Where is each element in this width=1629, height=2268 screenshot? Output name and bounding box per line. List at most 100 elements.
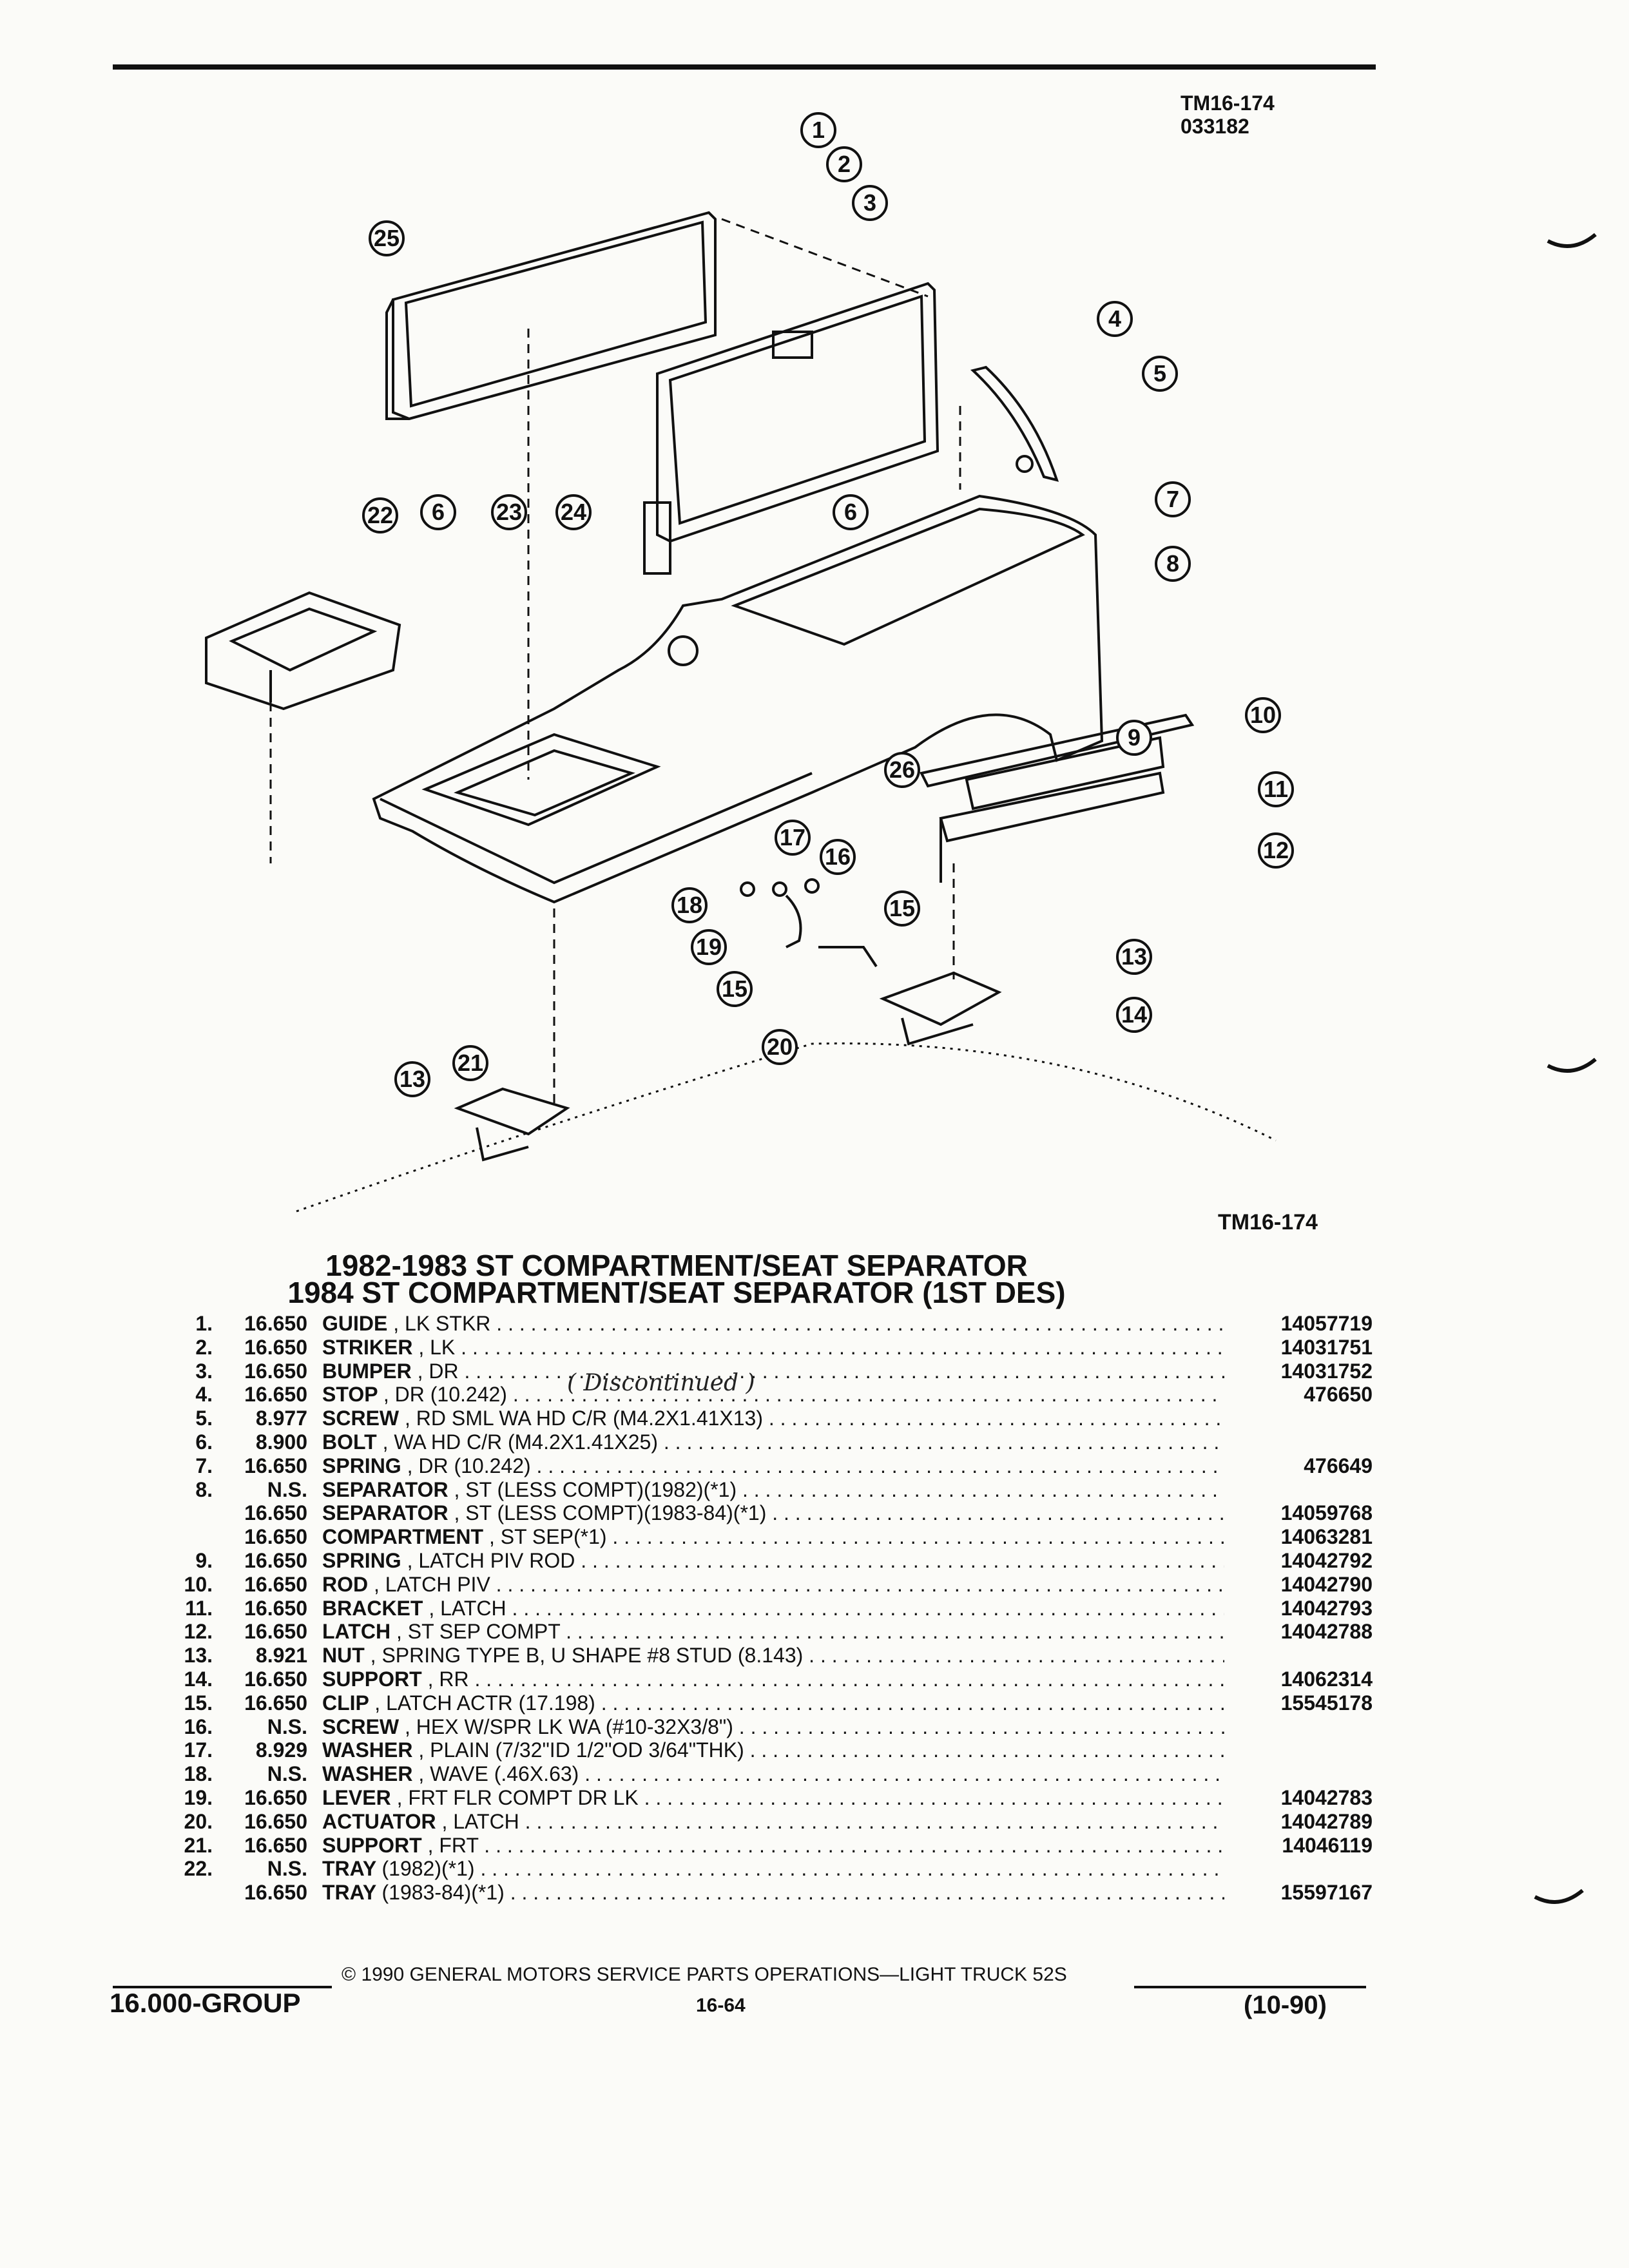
item-number: 4.	[195, 1383, 213, 1407]
callout-number: 25	[374, 225, 400, 251]
part-description: NUT , SPRING TYPE B, U SHAPE #8 STUD (8.…	[322, 1644, 1224, 1667]
part-detail: , LATCH ACTR (17.198)	[374, 1691, 595, 1715]
callout-circle	[820, 839, 856, 875]
part-number: 14042793	[1280, 1596, 1373, 1620]
part-description: SEPARATOR , ST (LESS COMPT)(1983-84)(*1)	[322, 1501, 1224, 1525]
header-rule	[113, 64, 1376, 70]
callout-number: 22	[367, 502, 393, 528]
item-number: 9.	[195, 1548, 213, 1572]
callout-number: 4	[1108, 305, 1121, 332]
item-number: 2.	[195, 1335, 213, 1359]
part-detail: , FRT	[427, 1833, 479, 1857]
group-number: 16.650	[244, 1312, 307, 1335]
item-number: 16.	[184, 1715, 213, 1738]
callout-number: 9	[1128, 724, 1141, 751]
part-number: 476649	[1304, 1454, 1373, 1477]
item-number: 19.	[184, 1785, 213, 1809]
part-detail: , FRT FLR COMPT DR LK	[396, 1785, 639, 1809]
part-detail: , ST (LESS COMPT)(1983-84)(*1)	[454, 1501, 767, 1525]
part-description: TRAY (1982)(*1)	[322, 1857, 1224, 1881]
part-number: 14042783	[1280, 1785, 1373, 1809]
parts-row: 16.650 SEPARATOR , ST (LESS COMPT)(1983-8…	[161, 1501, 1373, 1525]
separator-panel	[643, 282, 940, 575]
item-number: 5.	[195, 1407, 213, 1430]
parts-row: 16.N.S.SCREW , HEX W/SPR LK WA (#10-32X3…	[161, 1715, 1373, 1739]
callout-number: 2	[838, 151, 851, 177]
item-number: 3.	[195, 1359, 213, 1383]
callout-circle	[362, 497, 398, 533]
callout-circle	[1116, 939, 1152, 975]
part-detail: , RD SML WA HD C/R (M4.2X1.41X13)	[405, 1407, 763, 1430]
part-description: SUPPORT , RR	[322, 1667, 1224, 1691]
part-detail: , LATCH PIV	[374, 1572, 490, 1596]
callout-circle	[826, 146, 862, 182]
group-number: 16.650	[244, 1620, 307, 1644]
console-body	[372, 494, 1104, 904]
part-description: BOLT , WA HD C/R (M4.2X1.41X25)	[322, 1430, 1224, 1454]
reference-code: TM16-174 033182	[1181, 91, 1275, 138]
group-number: 16.650	[244, 1572, 307, 1596]
callout-circle	[884, 890, 920, 927]
callout-circle	[852, 185, 888, 221]
item-number: 21.	[184, 1833, 213, 1857]
part-name: SUPPORT	[322, 1833, 422, 1857]
group-number: 16.650	[244, 1501, 307, 1525]
group-number: 16.650	[244, 1667, 307, 1691]
group-number: 16.650	[244, 1383, 307, 1407]
part-name: NUT	[322, 1644, 365, 1667]
callout-number: 8	[1166, 550, 1179, 577]
callout-number: 10	[1250, 702, 1276, 728]
part-name: LATCH	[322, 1620, 391, 1644]
callout-circle	[1258, 771, 1294, 807]
part-description: CLIP , LATCH ACTR (17.198)	[322, 1691, 1224, 1715]
part-number: 14042789	[1280, 1809, 1373, 1833]
part-name: SEPARATOR	[322, 1501, 448, 1525]
part-description: SPRING , LATCH PIV ROD	[322, 1549, 1224, 1573]
callout-number: 3	[863, 189, 876, 216]
door-stop	[970, 365, 1059, 482]
item-number: 1.	[195, 1312, 213, 1335]
callout-circle	[691, 929, 727, 965]
part-description: STRIKER , LK	[322, 1336, 1224, 1360]
part-name: ROD	[322, 1572, 369, 1596]
callout-number: 23	[496, 499, 522, 525]
part-description: SEPARATOR , ST (LESS COMPT)(1982)(*1)	[322, 1478, 1224, 1502]
part-description: SUPPORT , FRT	[322, 1834, 1224, 1858]
part-detail: , LATCH	[441, 1809, 519, 1833]
copyright: © 1990 GENERAL MOTORS SERVICE PARTS OPER…	[342, 1964, 1067, 1985]
callout-number: 14	[1121, 1001, 1147, 1028]
callout-circle	[884, 752, 920, 788]
footer-rule	[1134, 1986, 1366, 1988]
binder-mark	[1547, 1057, 1597, 1073]
callout-circle	[555, 494, 592, 530]
part-name: TRAY	[322, 1857, 376, 1881]
floor-outline	[296, 1042, 1277, 1213]
item-number: 10.	[184, 1572, 213, 1596]
part-detail: , WA HD C/R (M4.2X1.41X25)	[382, 1430, 658, 1454]
item-number: 22.	[184, 1857, 213, 1881]
part-number: 15597167	[1280, 1881, 1373, 1905]
parts-row: 8.N.S.SEPARATOR , ST (LESS COMPT)(1982)(…	[161, 1478, 1373, 1502]
group-number: 16.650	[244, 1548, 307, 1572]
part-name: SPRING	[322, 1548, 401, 1572]
part-detail: , LK	[418, 1335, 456, 1359]
item-number: 17.	[184, 1738, 213, 1762]
callout-number: 12	[1263, 837, 1289, 863]
group-number: 16.650	[244, 1691, 307, 1715]
part-description: LATCH , ST SEP COMPT	[322, 1620, 1224, 1644]
callout-circle	[452, 1045, 488, 1081]
callout-circle	[717, 971, 753, 1007]
part-name: BOLT	[322, 1430, 377, 1454]
